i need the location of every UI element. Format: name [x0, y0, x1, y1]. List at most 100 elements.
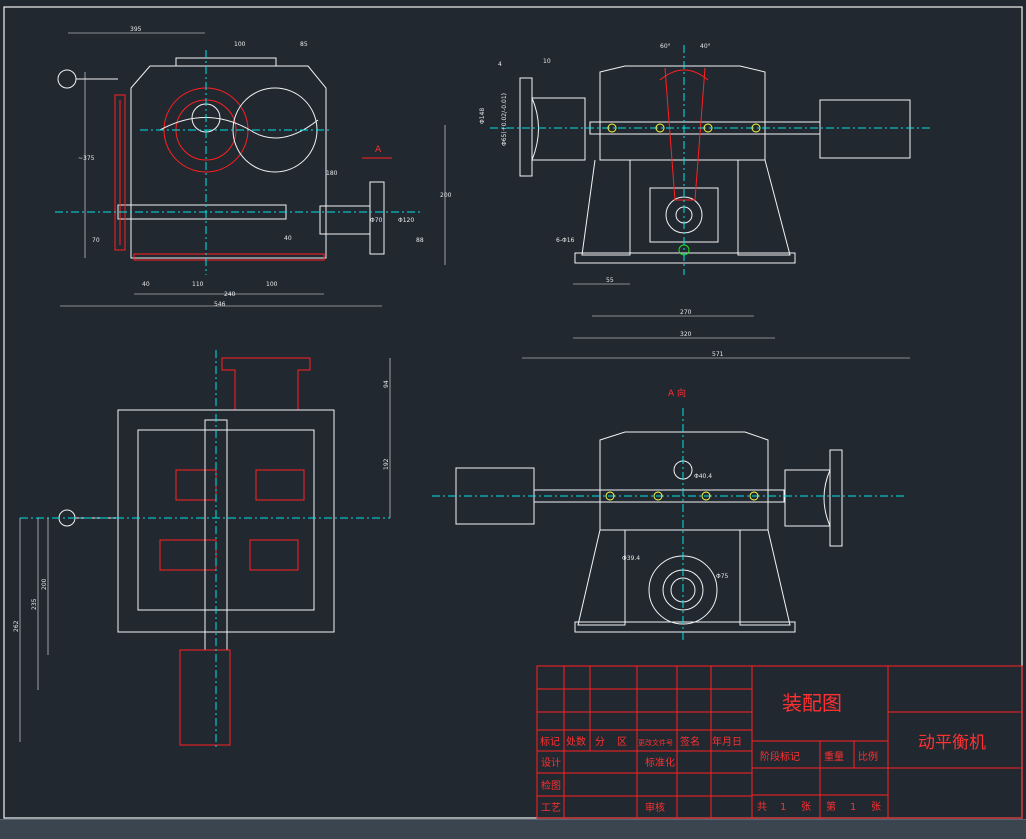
housing-outline	[130, 65, 327, 259]
title-block: 装配图 动平衡机 标记 处数 分 区 更改文件号 签名 年月日 设计 标准化 检…	[536, 665, 1023, 819]
tb-header-fen: 分	[595, 736, 605, 748]
tb-sheet-zhang1: 张	[801, 801, 811, 813]
tb-sheet-di: 第	[826, 800, 836, 813]
dim-60deg: 60°	[660, 43, 671, 50]
top-housing-inner	[137, 429, 315, 611]
tb-weight: 重量	[824, 750, 844, 763]
dim-85: 85	[300, 41, 308, 48]
hand-crank-knob	[57, 69, 77, 89]
dim-320: 320	[680, 331, 692, 338]
view-label-a-direction: A 向	[668, 387, 686, 399]
housing-top-cover	[175, 57, 277, 67]
gear-block-2	[255, 469, 305, 501]
bolt	[749, 491, 759, 501]
dim-571: 571	[712, 351, 724, 358]
a-direction-view[interactable]: A 向 Φ40.4 Φ39.4 Φ75	[432, 387, 905, 640]
side-elevation-view[interactable]: Φ148 Φ65(+0.02/-0.01) 4 10 60° 40° 6-Φ16…	[479, 43, 930, 359]
a-housing	[599, 431, 769, 531]
side-coupling-left	[531, 97, 586, 161]
dim-10: 10	[543, 58, 551, 65]
lower-shaft-sleeve	[179, 649, 231, 746]
dim-55: 55	[606, 277, 614, 284]
dim-phi148: Φ148	[479, 108, 486, 124]
dim-phi39-4: Φ39.4	[622, 555, 640, 562]
a-coupling-right	[784, 469, 831, 527]
status-bar	[0, 819, 1026, 839]
bolt	[605, 491, 615, 501]
tb-header-qianming: 签名	[680, 735, 700, 748]
bolt	[751, 123, 761, 133]
bolt	[703, 123, 713, 133]
dim-375: ~375	[78, 155, 95, 162]
dim-110: 110	[192, 281, 204, 288]
side-angle-arcs	[659, 69, 709, 81]
top-housing	[117, 409, 335, 633]
drawing-border	[3, 6, 1023, 819]
bolt	[653, 491, 663, 501]
side-base-right	[737, 159, 791, 256]
dim-70: 70	[92, 237, 100, 244]
dim-192: 192	[383, 458, 390, 470]
bolt	[701, 491, 711, 501]
dim-phi120: Φ120	[398, 217, 414, 224]
tb-scale: 比例	[858, 750, 878, 763]
gear-block-1	[175, 469, 217, 501]
dim-40-right: 40	[284, 235, 292, 242]
tb-sheet-num: 1	[850, 802, 856, 813]
top-flange	[221, 357, 311, 411]
dim-6-phi16: 6-Φ16	[556, 237, 575, 244]
side-motor	[819, 99, 911, 159]
tb-header-nianyueri: 年月日	[712, 735, 742, 748]
gear-block-4	[249, 539, 299, 571]
gear-block-3	[159, 539, 217, 571]
dim-40deg: 40°	[700, 43, 711, 50]
tb-row-biaozhunhua: 标准化	[645, 756, 675, 769]
bolt	[607, 123, 617, 133]
output-shaft	[319, 205, 371, 235]
drawing-title: 装配图	[782, 691, 842, 715]
side-base-plate	[574, 252, 796, 264]
bolt	[655, 123, 665, 133]
tb-header-genggai: 更改文件号	[638, 738, 673, 747]
front-section-view[interactable]: A 395 100 85 ~375 70 40 110 240 100 546 …	[55, 26, 452, 308]
dim-240: 240	[224, 291, 236, 298]
dim-200b: 200	[41, 578, 48, 590]
vertical-shaft	[204, 419, 228, 651]
tb-sheet-gong: 共	[757, 801, 767, 813]
dim-phi40-4: Φ40.4	[694, 473, 712, 480]
tb-sheet-total: 1	[780, 802, 786, 813]
tb-row-gongyi: 工艺	[541, 802, 561, 814]
gear-hatch-left	[114, 94, 126, 251]
side-housing	[599, 65, 766, 161]
tb-row-shenhe: 审核	[645, 801, 665, 814]
dim-phi70: Φ70	[370, 217, 383, 224]
tb-header-biaoji: 标记	[540, 736, 560, 748]
dim-40: 40	[142, 281, 150, 288]
dim-94: 94	[383, 380, 390, 388]
dim-262: 262	[13, 620, 20, 632]
dim-270: 270	[680, 309, 692, 316]
dim-200: 200	[440, 192, 452, 199]
tb-row-sheji: 设计	[541, 756, 561, 769]
dim-phi75: Φ75	[716, 573, 729, 580]
side-flange-left	[519, 77, 533, 177]
a-base-left	[577, 529, 626, 626]
dim-phi65: Φ65(+0.02/-0.01)	[501, 93, 508, 146]
dim-395: 395	[130, 26, 142, 33]
machine-name: 动平衡机	[918, 733, 986, 753]
side-base-left	[581, 159, 631, 256]
title-block-frame	[536, 665, 1023, 819]
dim-88: 88	[416, 237, 424, 244]
dim-235: 235	[31, 598, 38, 610]
connecting-link	[159, 117, 319, 139]
tb-header-chushu: 处数	[566, 735, 586, 748]
view-label-a: A	[375, 145, 382, 155]
dim-4: 4	[498, 61, 502, 68]
top-section-view[interactable]: 94 192 200 235 262	[13, 350, 391, 750]
dim-100-bottom: 100	[266, 281, 278, 288]
tb-header-qu: 区	[617, 736, 627, 748]
a-base-plate	[574, 621, 796, 633]
tb-row-jiantu: 检图	[541, 779, 561, 792]
dim-546: 546	[214, 301, 226, 308]
